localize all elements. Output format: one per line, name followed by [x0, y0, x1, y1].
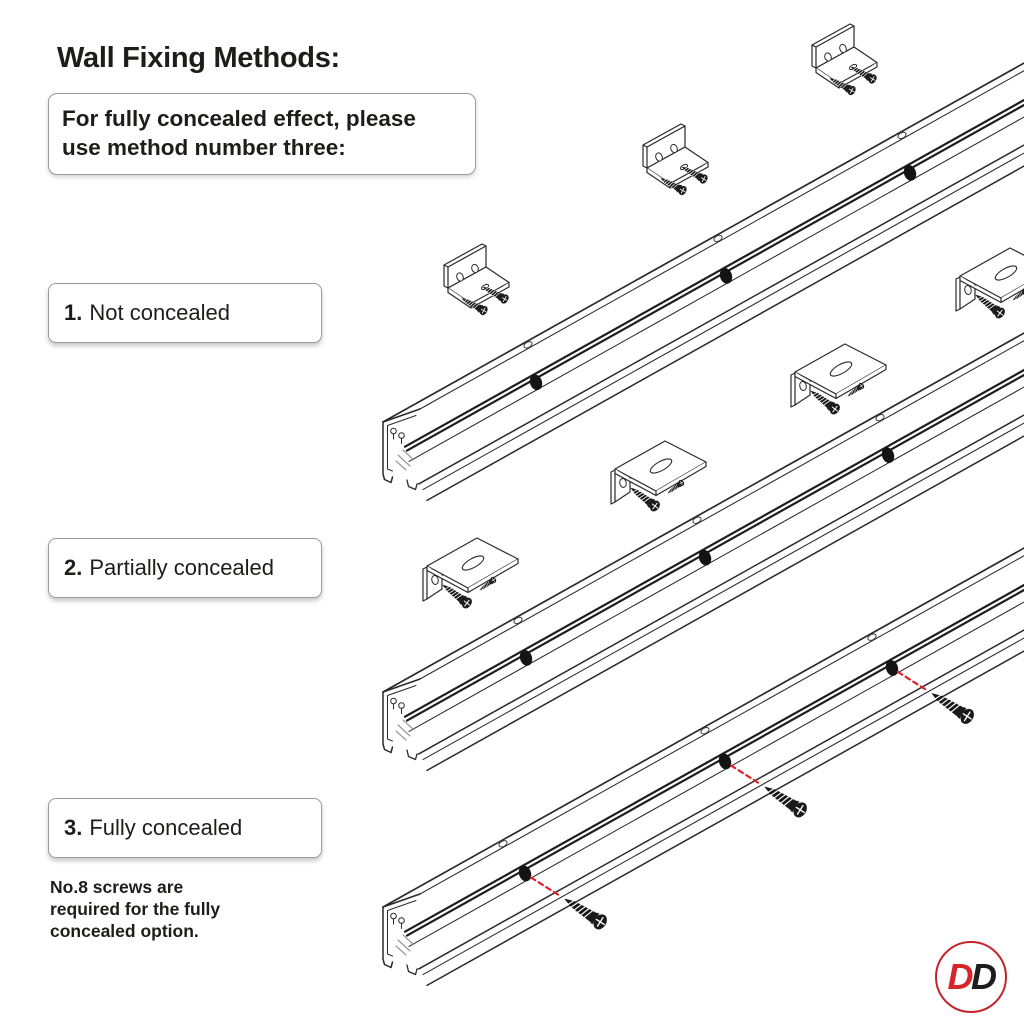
logo-letter-d-red: D	[947, 956, 974, 997]
concealed-screw-with-guide-line	[898, 672, 976, 726]
l-bracket-with-screws	[812, 24, 878, 96]
method-label-text: Not concealed	[89, 300, 231, 325]
method-number: 1.	[64, 300, 83, 325]
method-label-partially-concealed: 2. Partially concealed	[48, 538, 322, 598]
clamp-bracket-with-screws	[791, 344, 886, 416]
method-label-text: Partially concealed	[89, 555, 275, 580]
info-line-1: For fully concealed effect, please	[62, 106, 416, 131]
info-line-2: use method number three:	[62, 135, 346, 160]
clamp-bracket-with-screws	[611, 441, 706, 513]
info-callout-box: For fully concealed effect, please use m…	[48, 93, 476, 175]
dd-brand-logo: D D	[935, 941, 1007, 1013]
footnote: No.8 screws are required for the fully c…	[50, 876, 220, 942]
footnote-line-3: concealed option.	[50, 921, 199, 941]
l-bracket-with-screws	[643, 124, 709, 196]
footnote-line-2: required for the fully	[50, 899, 221, 919]
page-title: Wall Fixing Methods:	[57, 42, 340, 74]
method-label-text: Fully concealed	[89, 815, 243, 840]
method-label-not-concealed: 1. Not concealed	[48, 283, 322, 343]
method-number: 3.	[64, 815, 83, 840]
concealed-screw-with-guide-line	[531, 878, 609, 932]
concealed-screw-with-guide-line	[731, 766, 809, 820]
method-label-fully-concealed: 3. Fully concealed	[48, 798, 322, 858]
clamp-bracket-with-screws	[956, 248, 1024, 320]
clamp-bracket-with-screws	[423, 538, 518, 610]
l-bracket-with-screws	[444, 244, 510, 316]
footnote-line-1: No.8 screws are	[50, 877, 184, 897]
method-number: 2.	[64, 555, 83, 580]
track-method-3-fully-concealed	[381, 537, 1024, 987]
logo-letter-d-black: D	[971, 956, 997, 997]
